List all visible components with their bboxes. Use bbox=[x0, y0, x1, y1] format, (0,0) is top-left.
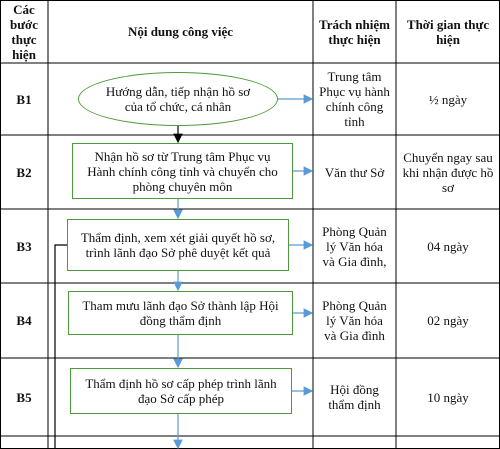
header-responsibility: Trách nhiệm thực hiện bbox=[319, 16, 390, 47]
flow-step-box: Thẩm định hồ sơ cấp phép trình lãnh đạo … bbox=[70, 368, 292, 414]
step-label: B2 bbox=[16, 164, 32, 180]
header-content: Nội dung công việc bbox=[127, 24, 234, 39]
flow-step-box: Nhận hồ sơ từ Trung tâm Phục vụ Hành chí… bbox=[72, 143, 293, 199]
time-cell: ½ ngày bbox=[428, 91, 468, 107]
flow-step-box: Tham mưu lãnh đạo Sở thành lập Hội đồng … bbox=[68, 291, 293, 335]
header-time: Thời gian thực hiện bbox=[406, 16, 490, 47]
flow-step-box: Thẩm định, xem xét giải quyết hồ sơ, trì… bbox=[67, 219, 289, 271]
header-step: Các bước thực hiện bbox=[10, 1, 38, 62]
return-line bbox=[54, 244, 67, 449]
responsibility-cell: Văn thư Sở bbox=[324, 164, 385, 180]
flow-start-oval: Hướng dẫn, tiếp nhận hồ sơ của tổ chức, … bbox=[78, 72, 278, 126]
step-label: B3 bbox=[16, 238, 32, 254]
responsibility-cell: Phòng Quản lý Văn hóa và Gia đình, bbox=[322, 223, 387, 269]
responsibility-cell: Phòng Quản lý Văn hóa và Gia đình bbox=[322, 298, 387, 343]
time-cell: 02 ngày bbox=[427, 313, 469, 328]
responsibility-cell: Hội đồng thẩm định bbox=[328, 382, 381, 412]
time-cell: 04 ngày bbox=[427, 238, 469, 254]
step-label: B5 bbox=[16, 389, 32, 405]
responsibility-cell: Trung tâm Phục vụ hành chính công tỉnh bbox=[319, 69, 390, 129]
step-label: B1 bbox=[16, 91, 32, 107]
step-label: B4 bbox=[16, 313, 32, 328]
time-cell: 10 ngày bbox=[427, 389, 469, 405]
time-cell: Chuyển ngay sau khi nhận được hồ sơ bbox=[402, 149, 494, 195]
